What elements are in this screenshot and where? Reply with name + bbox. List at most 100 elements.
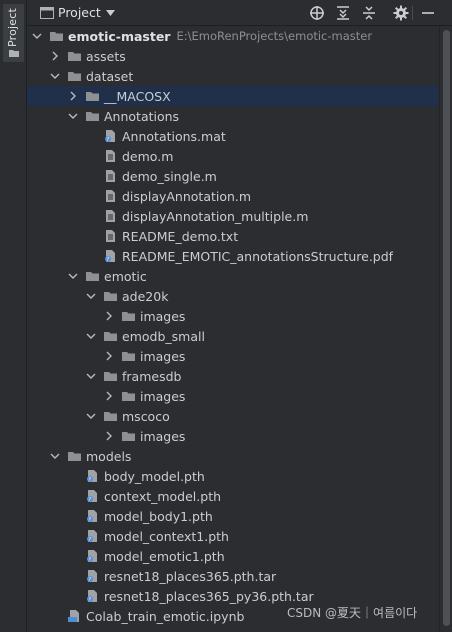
tree-row[interactable]: framesdb (27, 366, 439, 386)
tree-item-label: displayAnnotation_multiple.m (122, 208, 309, 224)
tree-item-label: Annotations.mat (122, 128, 226, 144)
project-tab-label: Project (6, 8, 19, 48)
chevron-down-icon[interactable] (86, 331, 96, 341)
chevron-right-icon[interactable] (104, 431, 114, 441)
notebook-file-icon (68, 610, 79, 622)
chevron-down-icon[interactable] (50, 71, 60, 81)
project-view-icon (40, 7, 54, 19)
tree-item-label: displayAnnotation.m (122, 188, 252, 204)
scrollbar-thumb[interactable] (443, 30, 450, 626)
tree-row[interactable]: images (27, 306, 439, 326)
svg-text:?: ? (89, 477, 92, 483)
folder-icon (122, 312, 135, 321)
tree-row[interactable]: ? context_model.pth (27, 486, 439, 506)
tree-item-label: Colab_train_emotic.ipynb (86, 608, 245, 624)
tree-row[interactable]: ?model_emotic1.pth (27, 546, 439, 566)
folder-icon (104, 412, 117, 421)
tree-item-label: demo_single.m (122, 168, 217, 184)
tree-row[interactable]: ? model_context1.pth (27, 526, 439, 546)
tree-row[interactable]: emodb_small (27, 326, 439, 346)
tree-row[interactable]: ?README_EMOTIC_annotationsStructure.pdf (27, 246, 439, 266)
tree-item-label: emotic-master (68, 28, 171, 44)
chevron-right-icon[interactable] (104, 391, 114, 401)
tree-row[interactable]: README_demo.txt (27, 226, 439, 246)
chevron-right-icon[interactable] (50, 51, 60, 61)
tree-row[interactable]: ade20k (27, 286, 439, 306)
text-file-icon (106, 150, 115, 162)
tree-row[interactable]: ? resnet18_places365.pth.tar (27, 566, 439, 586)
tree-row[interactable]: demo.m (27, 146, 439, 166)
chevron-right-icon[interactable] (68, 91, 78, 101)
project-tool-tab[interactable]: Project (3, 4, 24, 62)
chevron-down-icon[interactable] (106, 10, 115, 16)
chevron-down-icon[interactable] (50, 451, 60, 461)
left-tool-strip: Project (0, 0, 27, 632)
tree-row[interactable]: images (27, 346, 439, 366)
svg-text:?: ? (89, 537, 92, 543)
folder-icon (104, 372, 117, 381)
tree-item-label: dataset (86, 68, 134, 84)
folder-icon (68, 72, 81, 81)
chevron-down-icon[interactable] (68, 111, 78, 121)
tree-item-label: emotic (104, 268, 147, 284)
chevron-right-icon[interactable] (104, 311, 114, 321)
folder-icon (86, 272, 99, 281)
tree-item-label: assets (86, 48, 126, 64)
tree-item-label: body_model.pth (104, 468, 205, 484)
unknown-file-icon: ? (87, 590, 97, 603)
folder-icon (122, 392, 135, 401)
chevron-down-icon[interactable] (68, 271, 78, 281)
tree-item-label: model_context1.pth (104, 528, 229, 544)
tool-window-header: Project (27, 0, 452, 26)
tree-row[interactable]: displayAnnotation.m (27, 186, 439, 206)
tree-row[interactable]: demo_single.m (27, 166, 439, 186)
header-separator (412, 6, 413, 20)
text-file-icon (106, 170, 115, 182)
tree-row[interactable]: ? body_model.pth (27, 466, 439, 486)
tree-row[interactable]: __MACOSX (27, 86, 439, 106)
tree-row[interactable]: mscoco (27, 406, 439, 426)
unknown-file-icon: ? (105, 130, 115, 143)
text-file-icon (106, 230, 115, 242)
vertical-scrollbar[interactable] (439, 26, 452, 632)
expand-all-icon[interactable] (334, 4, 352, 22)
gear-icon[interactable] (392, 4, 410, 22)
chevron-down-icon[interactable] (86, 371, 96, 381)
crosshair-icon[interactable] (308, 4, 326, 22)
unknown-file-icon: ? (87, 550, 97, 563)
folder-icon (122, 352, 135, 361)
minimize-icon[interactable] (419, 4, 437, 22)
text-file-icon (106, 190, 115, 202)
tree-row[interactable]: emotic (27, 266, 439, 286)
tree-row[interactable]: ?resnet18_places365_py36.pth.tar (27, 586, 439, 606)
chevron-down-icon[interactable] (86, 411, 96, 421)
tree-item-label: context_model.pth (104, 488, 222, 504)
tree-item-label: __MACOSX (104, 88, 171, 104)
collapse-all-icon[interactable] (360, 4, 378, 22)
tree-row[interactable]: images (27, 426, 439, 446)
folder-icon (50, 32, 63, 41)
tree-row[interactable]: dataset (27, 66, 439, 86)
tree-row[interactable]: assets (27, 46, 439, 66)
chevron-right-icon[interactable] (104, 351, 114, 361)
unknown-file-icon: ? (105, 250, 115, 263)
chevron-down-icon[interactable] (32, 31, 42, 41)
svg-text:?: ? (89, 577, 92, 583)
tree-row[interactable]: Colab_train_emotic.ipynb (27, 606, 439, 626)
unknown-file-icon: ? (87, 510, 97, 523)
tree-row[interactable]: Annotations (27, 106, 439, 126)
tree-item-label: images (140, 308, 186, 324)
tree-item-label: resnet18_places365.pth.tar (104, 568, 277, 584)
tree-item-label: README_demo.txt (122, 228, 239, 244)
tree-row[interactable]: ? Annotations.mat (27, 126, 439, 146)
svg-text:?: ? (89, 497, 92, 503)
tree-row[interactable]: images (27, 386, 439, 406)
tree-row[interactable]: displayAnnotation_multiple.m (27, 206, 439, 226)
chevron-down-icon[interactable] (86, 291, 96, 301)
tree-row[interactable]: ?model_body1.pth (27, 506, 439, 526)
view-selector-title[interactable]: Project (58, 5, 101, 20)
tree-item-label: images (140, 388, 186, 404)
tree-row[interactable]: models (27, 446, 439, 466)
tree-item-label: emodb_small (122, 328, 205, 344)
